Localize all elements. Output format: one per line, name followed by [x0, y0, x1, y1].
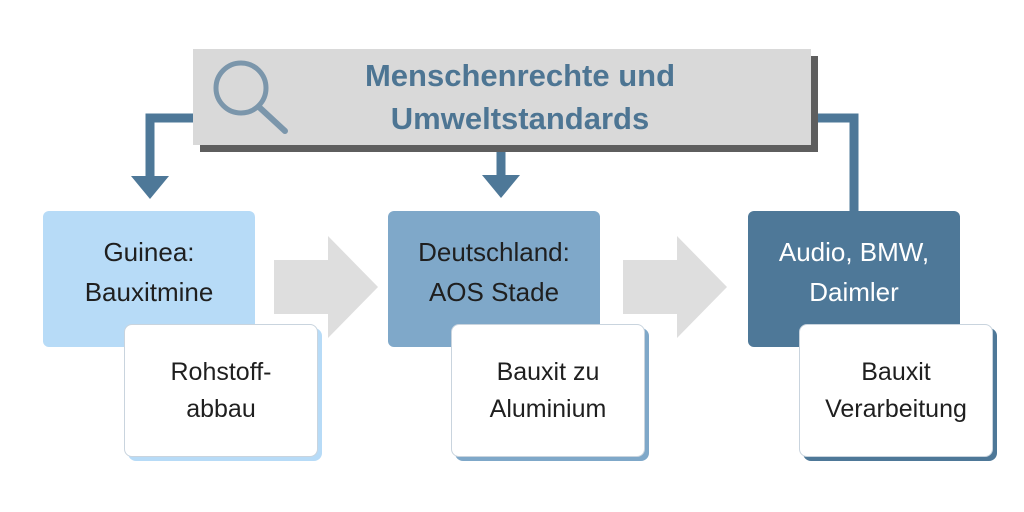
search-icon [213, 60, 288, 134]
stage-card-aluminium: Bauxit zu Aluminium [451, 324, 645, 457]
title-line-1: Menschenrechte und [364, 58, 676, 93]
down-arrow-icon [482, 175, 520, 198]
down-arrow-icon [131, 176, 169, 199]
card-label-line-1: Bauxit [861, 357, 931, 386]
title-line-2: Umweltstandards [390, 101, 650, 136]
connector-right [812, 113, 859, 212]
stage-label-line-1: Deutschland: [418, 237, 570, 267]
card-label-line-1: Bauxit zu [496, 357, 600, 386]
right-arrow-icon [274, 236, 378, 338]
stage-card-rohstoffabbau: Rohstoff- abbau [124, 324, 318, 457]
card-label-line-1: Rohstoff- [170, 357, 272, 386]
card-label-line-2: Verarbeitung [825, 394, 967, 423]
stage-label-line-2: AOS Stade [428, 277, 560, 307]
card-label-line-2: abbau [186, 394, 256, 423]
stage-automakers: Audio, BMW, Daimler [748, 211, 960, 347]
page-title: Menschenrechte und Umweltstandards [300, 52, 740, 142]
right-arrow-icon [623, 236, 727, 338]
stage-label-line-1: Guinea: [103, 237, 195, 267]
stage-card-verarbeitung: Bauxit Verarbeitung [799, 324, 993, 457]
title-banner [193, 49, 811, 145]
stage-label-line-2: Bauxitmine [84, 277, 214, 307]
card-label-line-2: Aluminium [489, 394, 607, 423]
stage-label-line-2: Daimler [809, 277, 899, 307]
connector-left [145, 113, 195, 178]
stage-label-line-1: Audio, BMW, [778, 237, 930, 267]
